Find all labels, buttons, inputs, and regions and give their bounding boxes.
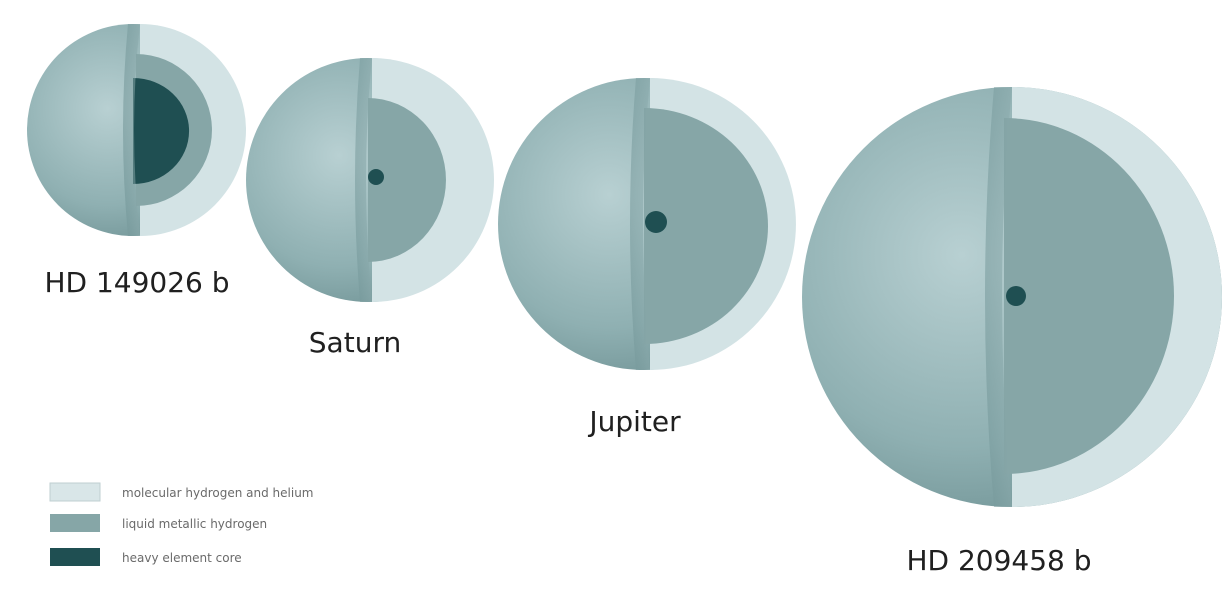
legend-label-metallic: liquid metallic hydrogen <box>122 517 267 531</box>
legend-label-core: heavy element core <box>122 551 242 565</box>
core <box>645 211 667 233</box>
legend-swatch-molecular <box>50 483 100 501</box>
legend-swatch-core <box>50 548 100 566</box>
planet-hd209458b: HD 209458 b <box>802 87 1222 577</box>
planet-label-hd209458b: HD 209458 b <box>906 544 1091 577</box>
legend-swatch-metallic <box>50 514 100 532</box>
legend-label-molecular: molecular hydrogen and helium <box>122 486 313 500</box>
planet-label-saturn: Saturn <box>309 326 401 359</box>
core <box>368 169 384 185</box>
planet-saturn: Saturn <box>246 58 494 359</box>
legend-item-molecular: molecular hydrogen and helium <box>50 483 313 501</box>
core <box>1006 286 1026 306</box>
planet-label-hd149026b: HD 149026 b <box>44 266 229 299</box>
planet-label-jupiter: Jupiter <box>587 405 681 438</box>
planet-jupiter: Jupiter <box>498 78 796 438</box>
legend: molecular hydrogen and helium liquid met… <box>50 483 313 566</box>
planet-hd149026b: HD 149026 b <box>27 24 246 299</box>
legend-item-core: heavy element core <box>50 548 242 566</box>
legend-item-metallic: liquid metallic hydrogen <box>50 514 267 532</box>
